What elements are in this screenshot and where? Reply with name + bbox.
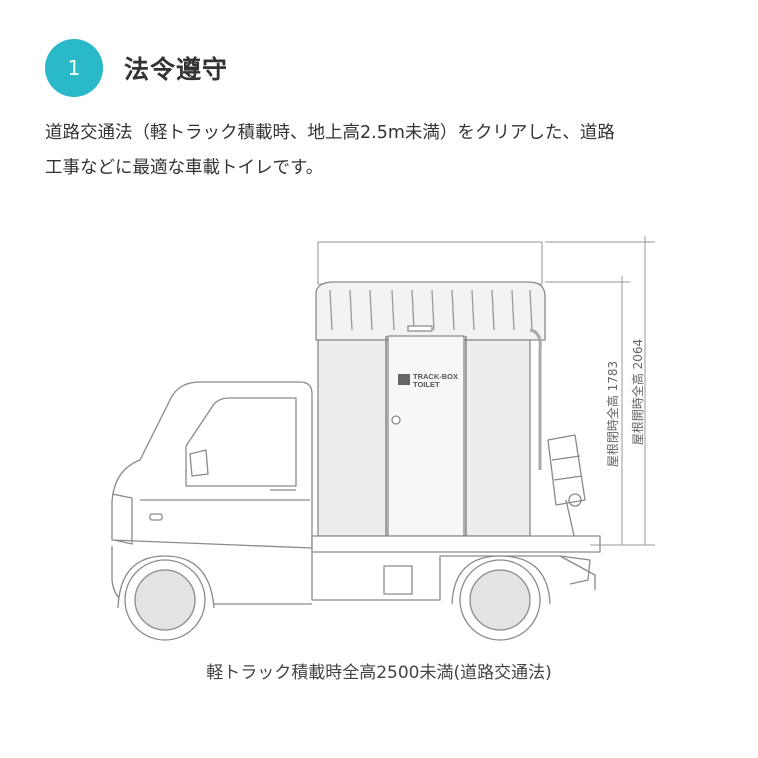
dimension-lines — [545, 236, 655, 546]
toilet-door — [387, 335, 465, 537]
box-label-line1: TRACK-BOX — [413, 372, 458, 381]
roof-ribs — [329, 289, 533, 331]
open-roof — [317, 241, 543, 285]
roof-cover — [315, 281, 546, 341]
roof-handle — [407, 325, 433, 332]
door-knob — [391, 415, 401, 425]
vent-pipe — [529, 328, 542, 470]
dimension-roof-closed-label: 屋根閉時全高 1783 — [605, 361, 620, 467]
headlight — [111, 493, 133, 545]
toilet-logo-icon — [398, 374, 410, 385]
description-line-2: 工事などに最適な車載トイレです。 — [45, 158, 324, 178]
track-box-logo: TRACK-BOX TOILET — [398, 372, 458, 389]
dimension-roof-open-label: 屋根開時全高 2064 — [630, 339, 645, 445]
front-wheel — [117, 555, 215, 641]
side-step — [383, 565, 413, 595]
turn-signal — [149, 513, 163, 521]
box-label-line2: TOILET — [413, 380, 440, 389]
side-mirror — [189, 449, 209, 477]
rear-ladder — [547, 434, 586, 541]
truck-bed — [311, 535, 601, 553]
section-description: 道路交通法（軽トラック積載時、地上高2.5m未満）をクリアした、道路 工事などに… — [45, 116, 725, 186]
description-line-1: 道路交通法（軽トラック積載時、地上高2.5m未満）をクリアした、道路 — [45, 123, 615, 143]
section-title: 法令遵守 — [124, 55, 229, 84]
section-number-badge: 1 — [45, 39, 103, 97]
rear-hitch — [559, 555, 591, 585]
rear-wheel — [451, 555, 551, 641]
cab-window — [185, 397, 297, 487]
figure-caption: 軽トラック積載時全高2500未満(道路交通法) — [206, 663, 552, 683]
